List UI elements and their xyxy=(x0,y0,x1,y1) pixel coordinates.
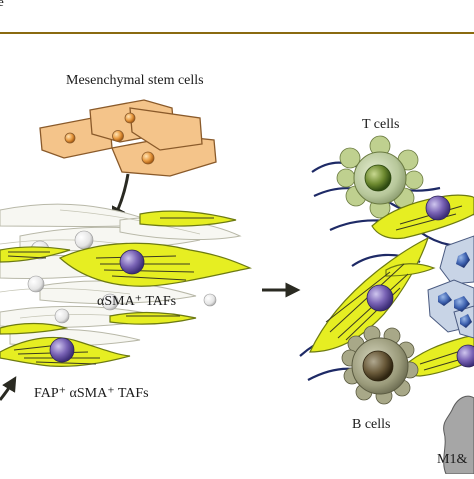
label-mesenchymal-stem-cells: Mesenchymal stem cells xyxy=(66,73,204,88)
label-fap-asma-tafs: FAP⁺ αSMA⁺ TAFs xyxy=(34,386,149,401)
asma-taf-cell xyxy=(58,242,253,287)
taf-fibroblasts-left xyxy=(0,210,253,367)
mesenchymal-stem-cells xyxy=(39,99,217,177)
label-asma-tafs: αSMA⁺ TAFs xyxy=(97,294,177,309)
taf-nucleus xyxy=(119,249,145,275)
header-text-fragment: e xyxy=(0,0,4,9)
stem-cell-nucleus xyxy=(64,132,76,144)
taf-nucleus xyxy=(425,195,451,221)
tumor-cells xyxy=(427,235,474,339)
vesicle xyxy=(203,293,217,307)
t-cell xyxy=(336,135,424,219)
vesicle xyxy=(74,230,94,250)
stem-cell-nucleus xyxy=(112,130,124,142)
fap-arrow xyxy=(0,376,17,401)
tumor-cell-nucleus xyxy=(456,252,470,268)
taf-cell xyxy=(109,311,197,325)
asma-taf-cell xyxy=(139,210,237,227)
taf-nucleus xyxy=(49,337,75,363)
tumor-cell-nucleus xyxy=(454,296,470,312)
taf-nucleus xyxy=(456,344,474,368)
b-cell xyxy=(341,325,419,405)
tumor-cell-nucleus xyxy=(460,314,472,328)
macrophage-cell xyxy=(443,395,474,475)
taf-cell xyxy=(0,322,69,335)
vesicle xyxy=(54,308,70,324)
taf-nucleus xyxy=(366,284,394,312)
stem-cell-nucleus xyxy=(141,151,155,165)
label-macrophage: M1& xyxy=(437,452,468,467)
tumor-cell-nucleus xyxy=(438,292,452,306)
asma-taf-cell xyxy=(0,246,71,263)
activated-taf-cell xyxy=(385,263,436,277)
label-t-cells: T cells xyxy=(362,117,400,132)
stem-cell xyxy=(129,107,203,151)
stem-cell-nucleus xyxy=(124,112,136,124)
vesicle xyxy=(27,275,45,293)
vesicle xyxy=(101,293,119,311)
label-b-cells: B cells xyxy=(352,417,391,432)
